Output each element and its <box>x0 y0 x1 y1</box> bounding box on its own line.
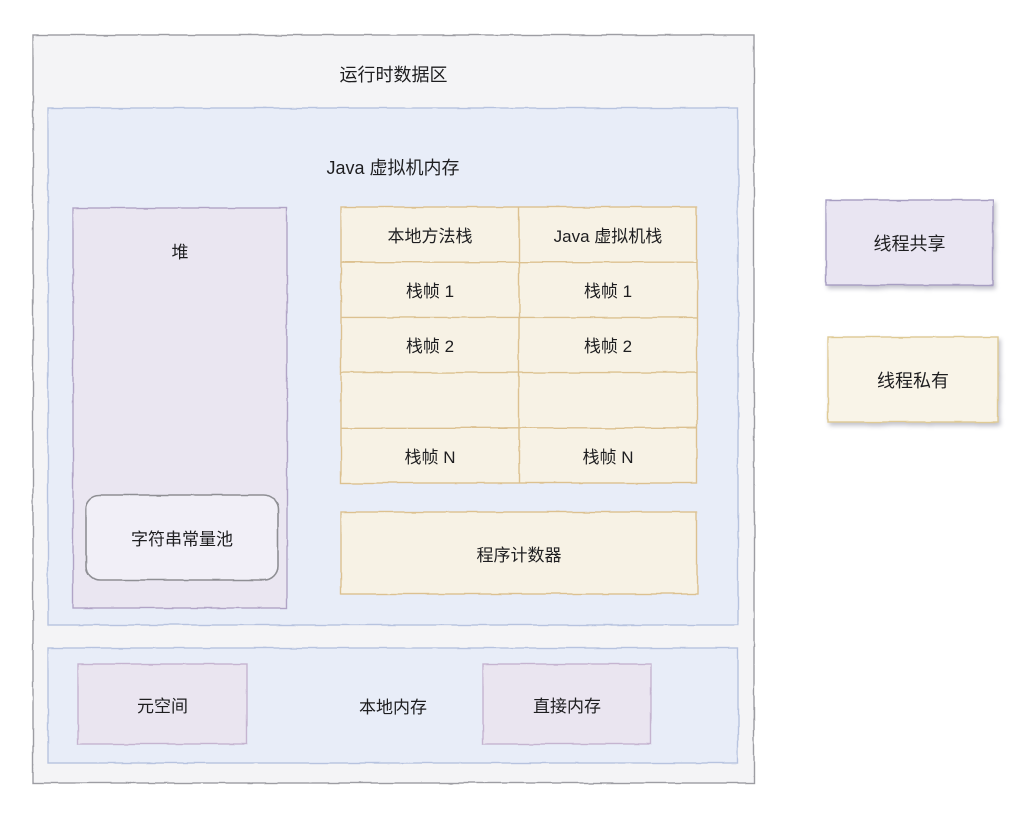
direct-memory-box: 直接内存 <box>482 663 652 745</box>
string-constant-pool-label: 字符串常量池 <box>131 530 233 549</box>
program-counter-box: 程序计数器 <box>340 511 698 595</box>
program-counter-label: 程序计数器 <box>476 545 562 565</box>
legend-thread-shared-label: 线程共享 <box>873 233 946 254</box>
stack-frame-cell: 栈帧 2 <box>583 337 633 357</box>
legend-thread-private-label: 线程私有 <box>877 370 949 391</box>
jvm-memory-box: Java 虚拟机内存 堆 字符串常量池 <box>47 107 739 626</box>
legend-thread-shared: 线程共享 <box>825 199 994 286</box>
stacks-table-grid: 本地方法栈 Java 虚拟机栈 栈帧 1 栈帧 1 栈帧 2 栈帧 2 栈帧 N… <box>341 207 697 483</box>
stack-frame-cell: 栈帧 1 <box>583 282 633 302</box>
metaspace-label: 元空间 <box>137 696 188 716</box>
metaspace-box: 元空间 <box>77 663 248 745</box>
stack-frame-cell <box>341 373 519 428</box>
stacks-table: 本地方法栈 Java 虚拟机栈 栈帧 1 栈帧 1 栈帧 2 栈帧 2 栈帧 N… <box>340 206 698 484</box>
native-method-stack-header: 本地方法栈 <box>387 227 473 247</box>
heap-title: 堆 <box>171 243 189 262</box>
jvm-stack-header: Java 虚拟机栈 <box>553 227 663 247</box>
string-constant-pool-box: 字符串常量池 <box>85 494 279 581</box>
stack-frame-cell <box>519 373 697 428</box>
legend-thread-private: 线程私有 <box>827 336 999 423</box>
heap-box: 堆 字符串常量池 <box>72 207 288 609</box>
stack-frame-cell: 栈帧 1 <box>405 282 455 302</box>
runtime-data-area-title: 运行时数据区 <box>339 65 448 85</box>
stack-frame-cell: 栈帧 N <box>582 447 634 467</box>
native-memory-box: 本地内存 元空间 直接内存 <box>47 647 739 764</box>
jvm-memory-title: Java 虚拟机内存 <box>326 158 460 178</box>
stack-frame-cell: 栈帧 N <box>404 447 456 467</box>
native-memory-label: 本地内存 <box>359 698 427 717</box>
stack-frame-cell: 栈帧 2 <box>405 337 455 357</box>
direct-memory-label: 直接内存 <box>533 696 601 716</box>
runtime-data-area-box: 运行时数据区 Java 虚拟机内存 堆 字符串常量池 <box>32 34 755 784</box>
